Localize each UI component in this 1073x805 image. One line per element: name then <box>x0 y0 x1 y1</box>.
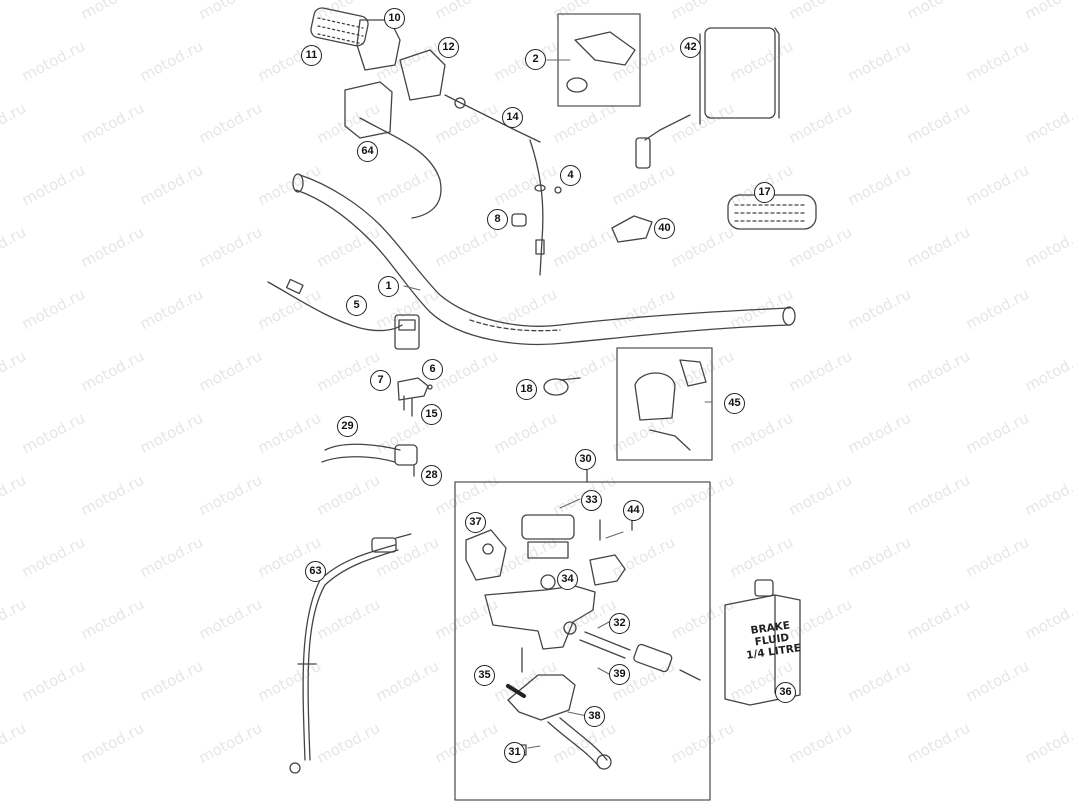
callout-12: 12 <box>438 37 459 58</box>
callout-64: 64 <box>357 141 378 162</box>
callout-39: 39 <box>609 664 630 685</box>
throttle-assembly <box>309 7 540 142</box>
callout-10: 10 <box>384 8 405 29</box>
callout-34: 34 <box>557 569 578 590</box>
cable-63 <box>290 534 411 773</box>
callout-4: 4 <box>560 165 581 186</box>
callout-30: 30 <box>575 449 596 470</box>
callout-32: 32 <box>609 613 630 634</box>
callout-38: 38 <box>584 706 605 727</box>
callout-11: 11 <box>301 45 322 66</box>
part-45-group <box>617 348 712 460</box>
callout-44: 44 <box>623 500 644 521</box>
callout-40: 40 <box>654 218 675 239</box>
callout-6: 6 <box>422 359 443 380</box>
handlebar <box>293 174 795 344</box>
lever-28-29 <box>322 444 417 476</box>
callout-33: 33 <box>581 490 602 511</box>
callout-8: 8 <box>487 209 508 230</box>
brake-fluid-bottle-36 <box>725 580 800 705</box>
callout-45: 45 <box>724 393 745 414</box>
throttle-cable <box>530 140 561 275</box>
callout-35: 35 <box>474 665 495 686</box>
callout-31: 31 <box>504 742 525 763</box>
callout-18: 18 <box>516 379 537 400</box>
kill-switch-cable <box>268 118 441 349</box>
callout-63: 63 <box>305 561 326 582</box>
callout-1: 1 <box>378 276 399 297</box>
callout-17: 17 <box>754 182 775 203</box>
part-30-group <box>455 470 710 800</box>
leader-lines <box>404 60 712 748</box>
clamp-40 <box>612 216 652 242</box>
cable-tie-18 <box>544 378 580 395</box>
callout-5: 5 <box>346 295 367 316</box>
mirror-42 <box>636 28 779 168</box>
clamp-6-7-15 <box>398 378 432 416</box>
callout-2: 2 <box>525 49 546 70</box>
callout-29: 29 <box>337 416 358 437</box>
grip-17 <box>728 195 816 229</box>
callout-14: 14 <box>502 107 523 128</box>
callout-36: 36 <box>775 682 796 703</box>
callout-7: 7 <box>370 370 391 391</box>
callout-15: 15 <box>421 404 442 425</box>
clamp-8 <box>512 214 526 226</box>
callout-28: 28 <box>421 465 442 486</box>
callout-42: 42 <box>680 37 701 58</box>
callout-37: 37 <box>465 512 486 533</box>
